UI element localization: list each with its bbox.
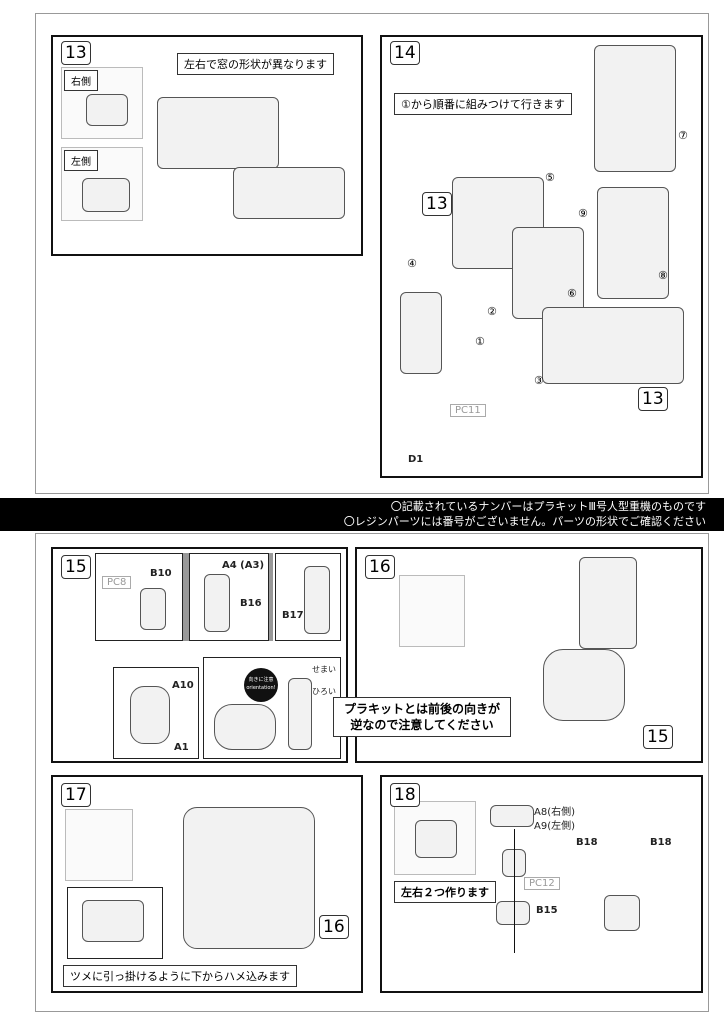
part-drawing (86, 94, 128, 126)
callout-note: ツメに引っ掛けるように下からハメ込みます (63, 965, 297, 987)
base-part (543, 649, 625, 721)
preview-thumbnail (394, 801, 476, 875)
part-drawing (288, 678, 312, 750)
note-line-1: プラキットとは前後の向きが (344, 702, 501, 716)
orientation-badge: 向きに注意 orientation! (244, 668, 278, 702)
preview-thumbnail (399, 575, 465, 647)
order-2: ② (487, 305, 497, 318)
b18-left-label: B18 (576, 837, 598, 848)
order-6: ⑥ (567, 287, 577, 300)
step-14-panel: 14 ①から順番に組みつけて行きます 13 13 ④ ⑤ ⑦ ⑨ ⑧ ⑥ ② ①… (380, 35, 703, 478)
a4-label: A4 (A3) (222, 560, 265, 571)
pc8-label: PC8 (102, 576, 132, 589)
sub-panel-b10: PC8 B10 (95, 553, 183, 641)
pc11-label: PC11 (450, 404, 486, 417)
bottom-frame (35, 533, 709, 1012)
part-drawing (204, 574, 230, 632)
preview-thumbnail (65, 809, 133, 881)
step-13-panel: 13 右側 左側 左右で窓の形状が異なります (51, 35, 363, 256)
rear-part (597, 187, 669, 299)
part-drawing (82, 178, 130, 212)
notice-line-2: 〇レジンパーツには番号がございません。パーツの形状でご確認ください (343, 515, 706, 528)
top-frame (35, 13, 709, 494)
a10-label: A10 (172, 680, 194, 691)
part-drawing (82, 900, 144, 942)
b10-label: B10 (150, 568, 172, 579)
right-side-thumbnail: 右側 (61, 67, 143, 139)
step-16-panel: 16 15 プラキットとは前後の向きが 逆なので注意してください (333, 547, 703, 763)
assembled-part (604, 895, 640, 931)
a9-label: A9(左側) (534, 821, 576, 832)
step-number: 14 (390, 41, 420, 65)
frame-part (157, 97, 279, 169)
seat-part (512, 227, 584, 319)
step-15-panel: 15 PC8 B10 A4 (A3) B16 B17 A10 A1 向きに注意 … (51, 547, 348, 763)
order-8: ⑧ (658, 269, 668, 282)
pc12-label: PC12 (524, 877, 560, 890)
b18-right-label: B18 (650, 837, 672, 848)
order-9: ⑨ (578, 207, 588, 220)
order-1: ① (475, 335, 485, 348)
reference-16: 16 (319, 915, 349, 939)
sub-panel-b16: A4 (A3) B16 (189, 553, 269, 641)
part-drawing (415, 820, 457, 858)
badge-en: orientation! (246, 685, 276, 691)
step-number: 13 (61, 41, 91, 65)
top-part (594, 45, 676, 172)
badge-jp: 向きに注意 (248, 677, 274, 683)
note-line-2: 逆なので注意してください (350, 718, 494, 732)
left-side-label: 左側 (64, 150, 98, 171)
order-3: ③ (534, 374, 544, 387)
b17-label: B17 (282, 610, 304, 621)
step-number: 15 (61, 555, 91, 579)
part-drawing (304, 566, 330, 634)
order-7: ⑦ (678, 129, 688, 142)
seat-part (579, 557, 637, 649)
reference-13: 13 (422, 192, 452, 216)
a1-label: A1 (174, 742, 189, 753)
step-18-panel: 18 左右２つ作ります A8(右側) A9(左側) PC12 B15 B18 B… (380, 775, 703, 993)
sub-panel-a10: A10 A1 (113, 667, 199, 759)
callout-note: プラキットとは前後の向きが 逆なので注意してください (333, 697, 512, 737)
detail-inset (67, 887, 163, 959)
left-side-thumbnail: 左側 (61, 147, 143, 221)
step-number: 18 (390, 783, 420, 807)
b16-label: B16 (240, 598, 262, 609)
front-part (400, 292, 442, 374)
sub-panel-assembly: 向きに注意 orientation! せまい ひろい (203, 657, 341, 759)
b15-label: B15 (536, 905, 558, 916)
step-number: 17 (61, 783, 91, 807)
callout-note: ①から順番に組みつけて行きます (394, 93, 572, 115)
sub-panel-b17: B17 (275, 553, 341, 641)
part-drawing (140, 588, 166, 630)
order-5: ⑤ (545, 171, 555, 184)
order-4: ④ (407, 257, 417, 270)
callout-note: 左右で窓の形状が異なります (177, 53, 334, 75)
reference-15: 15 (643, 725, 673, 749)
callout-note: 左右２つ作ります (394, 881, 496, 903)
divider (183, 553, 193, 641)
a8-label: A8(右側) (534, 807, 576, 818)
wide-label: ひろい (312, 687, 336, 696)
step-number: 16 (365, 555, 395, 579)
window-part (233, 167, 345, 219)
notice-bar: 〇記載されているナンバーはプラキットⅢ号人型重機のものです 〇レジンパーツには番… (0, 498, 724, 531)
narrow-label: せまい (312, 665, 336, 674)
right-side-label: 右側 (64, 70, 98, 91)
b15-part (496, 901, 530, 925)
reference-13: 13 (638, 387, 668, 411)
a8-part (490, 805, 534, 827)
part-drawing (214, 704, 276, 750)
notice-line-1: 〇記載されているナンバーはプラキットⅢ号人型重機のものです (390, 500, 706, 513)
assembly-arrow (514, 829, 515, 953)
part-drawing (130, 686, 170, 744)
assembly-part (183, 807, 315, 949)
side-part-13b (542, 307, 684, 384)
step-17-panel: 17 16 ツメに引っ掛けるように下からハメ込みます (51, 775, 363, 993)
d1-label: D1 (408, 454, 424, 465)
